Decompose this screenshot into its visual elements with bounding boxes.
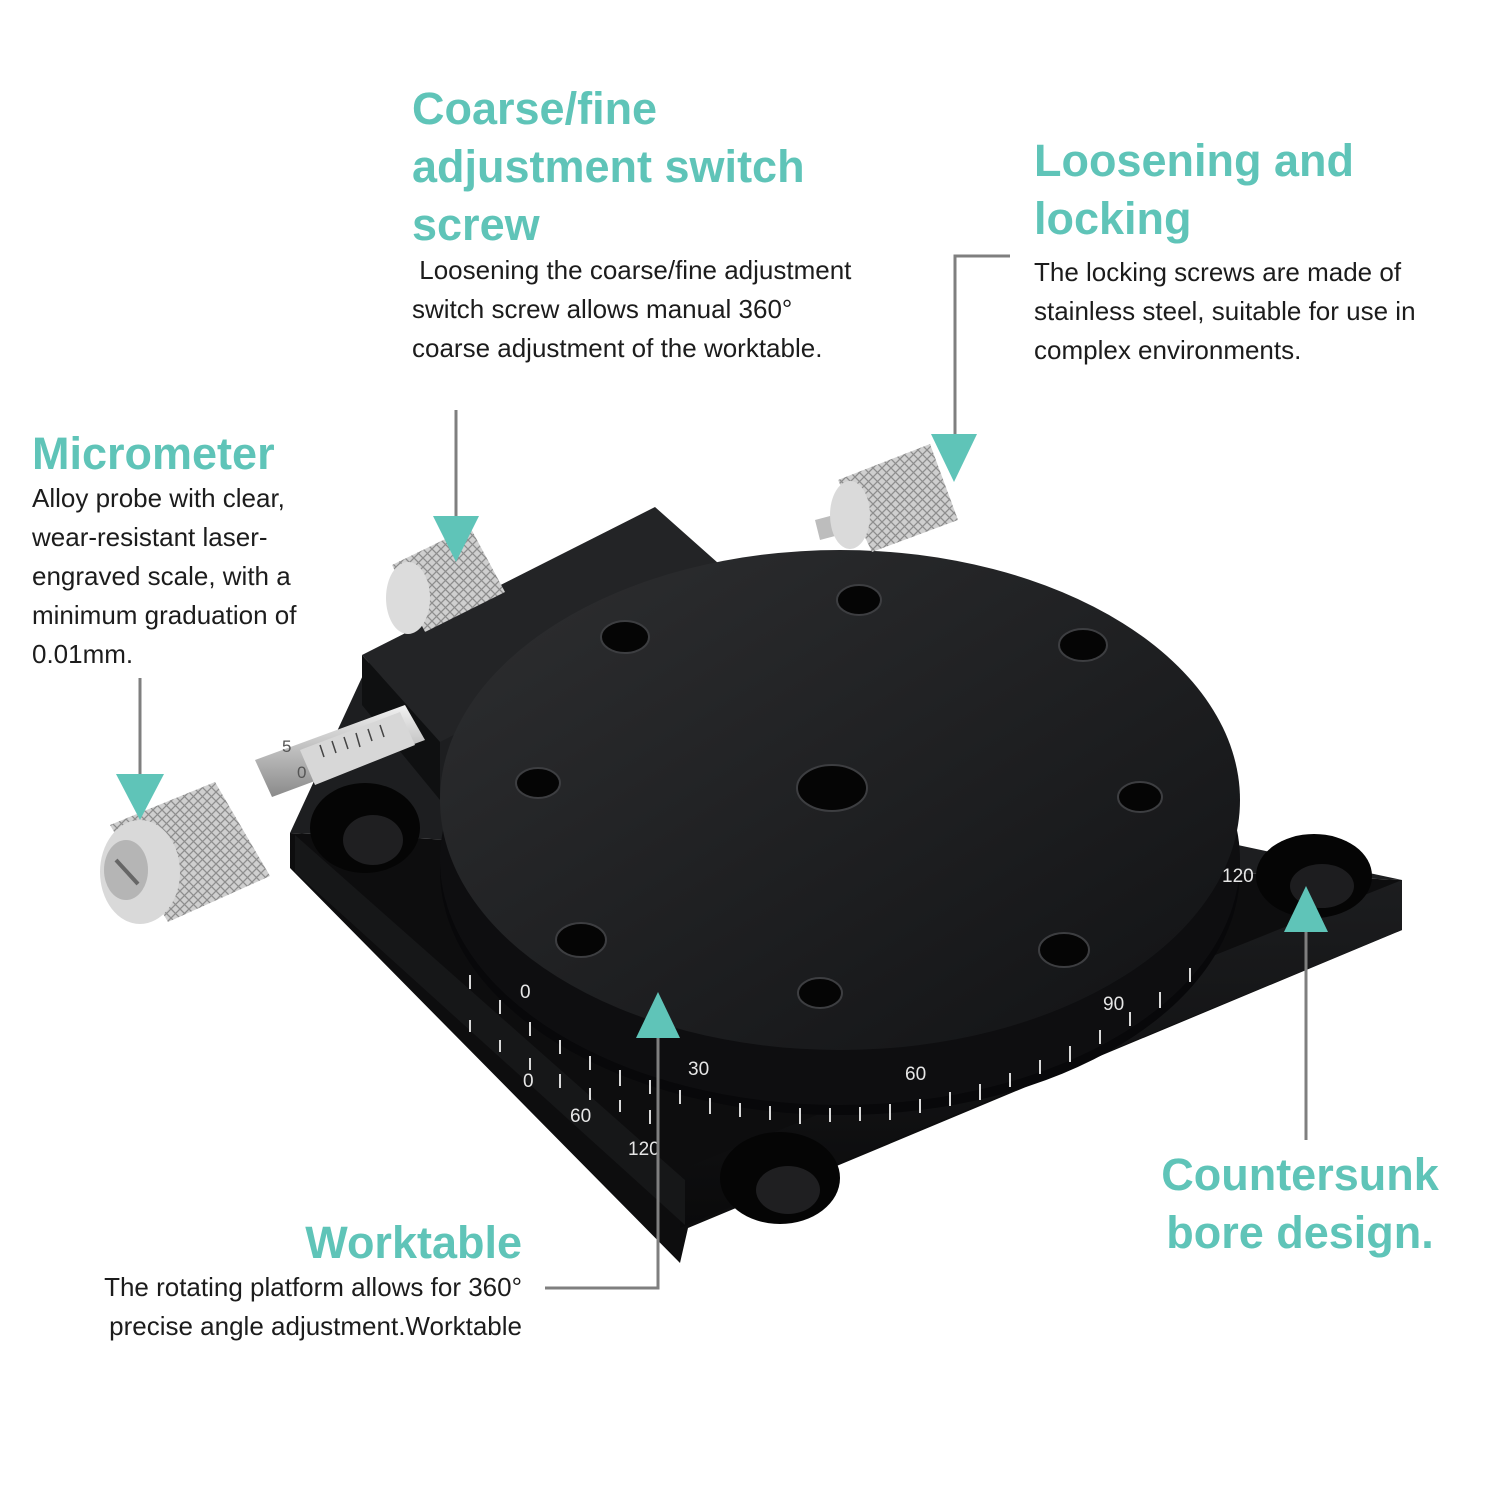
locking-arrow-icon <box>931 434 977 482</box>
micrometer[interactable]: 0 5 <box>100 705 425 924</box>
scale-label: 60 <box>570 1106 591 1127</box>
scale-label: 120 <box>628 1139 660 1160</box>
worktable-disk <box>440 550 1240 1124</box>
countersunk-bore <box>310 783 420 873</box>
coarse-fine-switch-screw[interactable] <box>386 527 505 634</box>
scale-label: 0 <box>523 1071 534 1092</box>
coarse-fine-description: Loosening the coarse/fine adjustment swi… <box>412 255 859 363</box>
countersunk-bore <box>720 1132 840 1224</box>
coarse-fine-arrow-icon <box>433 516 479 562</box>
countersunk-arrow-icon <box>1284 886 1328 932</box>
micrometer-arrow-icon <box>116 774 164 820</box>
locking-screw[interactable] <box>815 444 958 552</box>
locking-title: Loosening and locking <box>1034 135 1354 244</box>
locking-description: The locking screws are made of stainless… <box>1034 257 1416 365</box>
worktable-arrow-icon <box>636 992 680 1038</box>
locking-leader-line <box>953 254 1010 440</box>
worktable-leader-line <box>545 1035 660 1290</box>
scale-label: 0 <box>520 982 531 1003</box>
worktable-description: The rotating platform allows for 360° pr… <box>104 1272 522 1341</box>
micrometer-title: Micrometer <box>32 428 275 479</box>
countersunk-bore <box>1256 834 1372 918</box>
micrometer-scale-label: 0 <box>297 763 306 782</box>
micrometer-scale-label: 5 <box>282 737 291 756</box>
scale-label: 60 <box>905 1064 926 1085</box>
coarse-fine-title: Coarse/fine adjustment switch screw <box>412 83 805 250</box>
scale-label: 30 <box>688 1059 709 1080</box>
worktable-title: Worktable <box>305 1217 522 1268</box>
scale-label: 90 <box>1103 994 1124 1015</box>
scale-label: 120 <box>1222 866 1254 887</box>
micrometer-description: Alloy probe with clear, wear-resistant l… <box>32 483 297 669</box>
countersunk-title: Countersunk bore design. <box>1161 1149 1439 1258</box>
